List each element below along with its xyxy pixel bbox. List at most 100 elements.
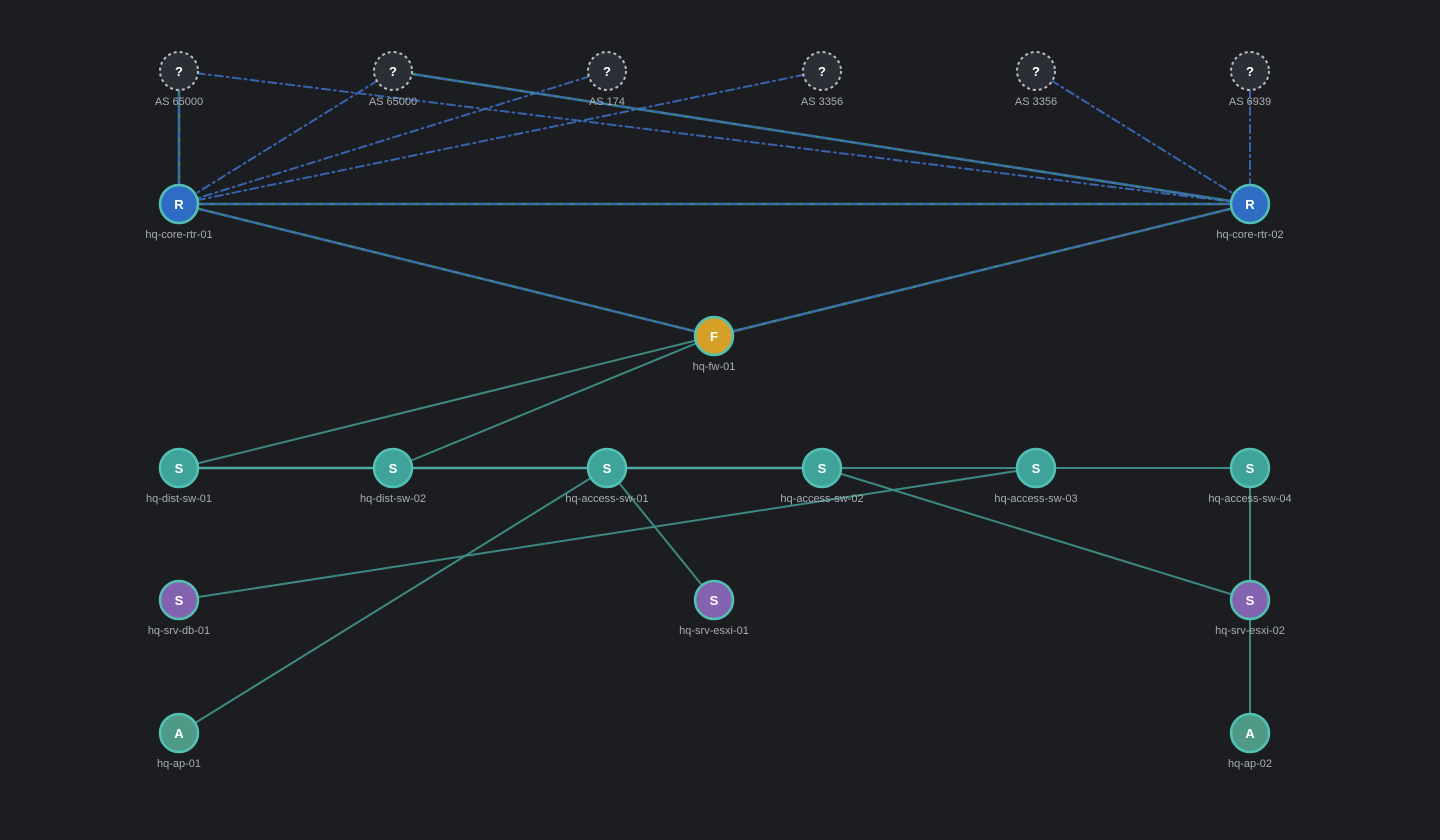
node-label: hq-access-sw-02 [780, 493, 863, 505]
node-type-glyph: R [1245, 197, 1255, 212]
unknown-peer-icon[interactable] [587, 51, 627, 91]
physical-link-line[interactable] [821, 467, 1251, 601]
node-d1[interactable]: Shq-dist-sw-01 [146, 447, 212, 505]
node-type-glyph: ? [603, 64, 611, 79]
node-label: AS 65000 [369, 96, 417, 108]
access-point-icon[interactable] [158, 712, 200, 754]
node-a1[interactable]: Shq-access-sw-01 [565, 447, 649, 505]
node-db[interactable]: Shq-srv-db-01 [148, 579, 210, 637]
links-layer [177, 69, 1252, 734]
link-as1-r2[interactable] [178, 70, 1251, 205]
physical-link-line[interactable] [606, 467, 715, 601]
node-label: hq-fw-01 [693, 361, 736, 373]
node-label: hq-access-sw-04 [1208, 493, 1291, 505]
link-a1-ap1[interactable] [178, 467, 608, 734]
firewall-icon[interactable] [693, 315, 735, 357]
node-type-glyph: A [174, 726, 184, 741]
node-type-glyph: S [175, 593, 184, 608]
physical-link-line[interactable] [178, 467, 608, 734]
node-label: hq-core-rtr-02 [1216, 229, 1283, 241]
node-type-glyph: S [1246, 461, 1255, 476]
node-as5[interactable]: ?AS 3356 [1015, 51, 1057, 108]
physical-link-line[interactable] [392, 335, 715, 469]
node-label: hq-access-sw-01 [565, 493, 648, 505]
link-a2-e2[interactable] [821, 467, 1251, 601]
router-icon[interactable] [1229, 183, 1271, 225]
bgp-session-line[interactable] [1035, 70, 1251, 205]
physical-link-line[interactable] [178, 335, 715, 469]
node-label: hq-srv-db-01 [148, 625, 210, 637]
node-type-glyph: F [710, 329, 718, 344]
switch-icon[interactable] [801, 447, 843, 489]
node-type-glyph: S [710, 593, 719, 608]
node-as2[interactable]: ? AS 65000 [369, 51, 417, 108]
node-label: hq-ap-02 [1228, 758, 1272, 770]
link-as5-r2[interactable] [1035, 70, 1251, 205]
bgp-session-line[interactable] [178, 70, 823, 205]
node-fw[interactable]: Fhq-fw-01 [693, 315, 736, 373]
node-d2[interactable]: Shq-dist-sw-02 [360, 447, 426, 505]
link-r2-fw[interactable] [712, 202, 1252, 338]
unknown-peer-icon[interactable] [802, 51, 842, 91]
node-type-glyph: S [1246, 593, 1255, 608]
unknown-peer-icon[interactable] [1016, 51, 1056, 91]
node-label: hq-dist-sw-02 [360, 493, 426, 505]
switch-icon[interactable] [586, 447, 628, 489]
server-icon[interactable] [1229, 579, 1271, 621]
link-as3-r1[interactable] [178, 70, 608, 205]
link-fw-d1[interactable] [178, 335, 715, 469]
node-ap2[interactable]: Ahq-ap-02 [1228, 712, 1272, 770]
node-as4[interactable]: ?AS 3356 [801, 51, 843, 108]
node-r2[interactable]: Rhq-core-rtr-02 [1216, 183, 1284, 241]
node-as3[interactable]: ? AS 174 [587, 51, 627, 108]
node-type-glyph: A [1245, 726, 1255, 741]
switch-icon[interactable] [1015, 447, 1057, 489]
switch-icon[interactable] [372, 447, 414, 489]
node-as1[interactable]: ?AS 65000 [155, 51, 203, 108]
bgp-session-line[interactable] [178, 70, 608, 205]
node-type-glyph: S [603, 461, 612, 476]
node-e2[interactable]: Shq-srv-esxi-02 [1215, 579, 1285, 637]
node-ap1[interactable]: Ahq-ap-01 [157, 712, 201, 770]
node-label: AS 174 [589, 96, 625, 108]
node-a3[interactable]: Shq-access-sw-03 [994, 447, 1078, 505]
node-type-glyph: S [389, 461, 398, 476]
link-as2-r2[interactable] [391, 69, 1252, 206]
switch-icon[interactable] [1229, 447, 1271, 489]
node-label: hq-srv-esxi-01 [679, 625, 749, 637]
bgp-session-line[interactable] [178, 70, 1251, 205]
node-type-glyph: ? [175, 64, 183, 79]
node-a4[interactable]: Shq-access-sw-04 [1208, 447, 1292, 505]
node-label: hq-core-rtr-01 [145, 229, 212, 241]
node-a2[interactable]: Shq-access-sw-02 [780, 447, 864, 505]
access-point-icon[interactable] [1229, 712, 1271, 754]
link-fw-d2[interactable] [392, 335, 715, 469]
link-as4-r1[interactable] [178, 70, 823, 205]
node-e1[interactable]: Shq-srv-esxi-01 [679, 579, 749, 637]
link-r1-fw[interactable] [177, 202, 716, 338]
node-label: hq-ap-01 [157, 758, 201, 770]
node-label: AS 3356 [801, 96, 843, 108]
unknown-peer-icon[interactable] [159, 51, 199, 91]
node-type-glyph: S [175, 461, 184, 476]
node-label: hq-dist-sw-01 [146, 493, 212, 505]
node-as6[interactable]: ?AS 6939 [1229, 51, 1271, 108]
node-type-glyph: ? [1246, 64, 1254, 79]
link-as2-r1[interactable] [178, 70, 394, 205]
node-r1[interactable]: Rhq-core-rtr-01 [145, 183, 213, 241]
bgp-session-line[interactable] [178, 203, 715, 337]
node-type-glyph: R [174, 197, 184, 212]
bgp-session-line[interactable] [713, 203, 1251, 337]
link-a1-e1[interactable] [606, 467, 715, 601]
router-icon[interactable] [158, 183, 200, 225]
server-icon[interactable] [693, 579, 735, 621]
unknown-peer-icon[interactable] [373, 51, 413, 91]
unknown-peer-icon[interactable] [1230, 51, 1270, 91]
node-type-glyph: ? [389, 64, 397, 79]
server-icon[interactable] [158, 579, 200, 621]
switch-icon[interactable] [158, 447, 200, 489]
bgp-session-line[interactable] [178, 70, 394, 205]
node-type-glyph: S [818, 461, 827, 476]
bgp-session-line[interactable] [392, 70, 1251, 205]
